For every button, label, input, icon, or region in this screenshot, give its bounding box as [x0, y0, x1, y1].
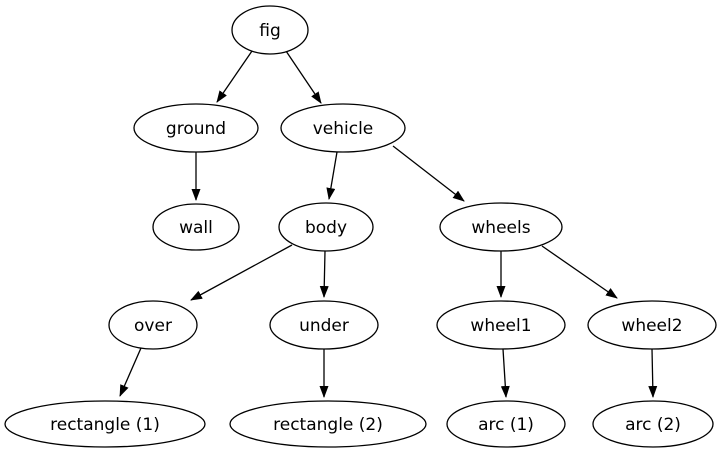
node-fig: fig: [231, 5, 309, 55]
node-wheel1-label: wheel1: [470, 316, 531, 336]
node-fig-shape: [231, 5, 309, 55]
node-wheels: wheels: [439, 202, 563, 252]
node-rectangle-1: rectangle (1): [4, 400, 206, 448]
node-under: under: [269, 300, 379, 350]
node-arc-2-shape: [592, 400, 714, 448]
node-ground: ground: [133, 103, 259, 153]
edge-wheel2-arc2: [648, 348, 658, 398]
node-ground-shape: [133, 103, 259, 153]
node-vehicle: vehicle: [280, 103, 406, 153]
node-arc-2-label: arc (2): [625, 415, 681, 435]
edge-over-rect1: [119, 347, 142, 397]
node-arc-2: arc (2): [592, 400, 714, 448]
node-body-shape: [278, 202, 374, 252]
edge-vehicle-body: [326, 151, 338, 200]
edge-vehicle-wheels: [392, 145, 465, 202]
node-under-label: under: [299, 316, 349, 336]
edge-fig-ground: [216, 50, 253, 103]
node-rectangle-2-label: rectangle (2): [273, 415, 383, 435]
node-arc-1-label: arc (1): [478, 415, 534, 435]
edge-body-over: [190, 244, 293, 301]
edge-wheel1-arc1: [500, 348, 510, 398]
node-wheel1-shape: [436, 300, 566, 350]
node-body: body: [278, 202, 374, 252]
node-layer: fig ground vehicle wall body wheels: [4, 5, 717, 448]
edge-layer: [119, 50, 658, 398]
node-over: over: [108, 300, 198, 350]
node-rectangle-2-shape: [229, 400, 427, 448]
edge-wheels-wheel2: [541, 245, 618, 299]
node-vehicle-shape: [280, 103, 406, 153]
node-arc-1-shape: [446, 400, 566, 448]
edge-fig-vehicle: [285, 50, 322, 104]
node-over-shape: [108, 300, 198, 350]
node-rectangle-2: rectangle (2): [229, 400, 427, 448]
node-ground-label: ground: [166, 119, 226, 139]
node-wheel2: wheel2: [587, 300, 717, 350]
node-body-label: body: [305, 218, 347, 238]
node-arc-1: arc (1): [446, 400, 566, 448]
node-wheel2-shape: [587, 300, 717, 350]
node-over-label: over: [134, 316, 172, 336]
edge-body-under: [319, 250, 329, 298]
node-wheels-label: wheels: [471, 218, 530, 238]
node-wall: wall: [152, 203, 240, 251]
node-under-shape: [269, 300, 379, 350]
node-rectangle-1-label: rectangle (1): [50, 415, 160, 435]
node-wheels-shape: [439, 202, 563, 252]
node-wall-label: wall: [179, 218, 213, 238]
node-wall-shape: [152, 203, 240, 251]
node-rectangle-1-shape: [4, 400, 206, 448]
node-vehicle-label: vehicle: [313, 119, 374, 139]
node-fig-label: fig: [259, 21, 281, 41]
node-wheel1: wheel1: [436, 300, 566, 350]
node-wheel2-label: wheel2: [621, 316, 682, 336]
